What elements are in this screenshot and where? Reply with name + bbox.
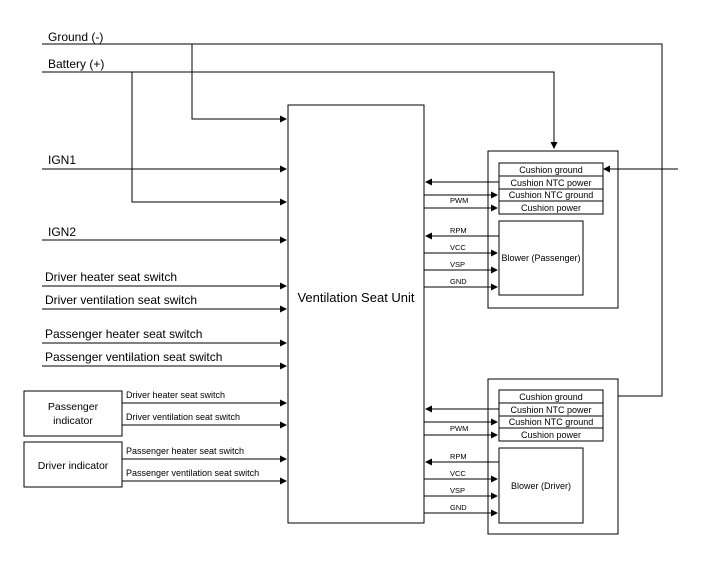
passenger-cushion-power-box (498, 200, 604, 215)
di-passenger-vent-label: Passenger ventilation seat switch (126, 468, 259, 478)
ventilation-seat-unit-label: Ventilation Seat Unit (297, 290, 414, 305)
passenger-gnd-label: GND (450, 277, 467, 286)
battery-rail (42, 71, 558, 149)
driver-blower-box (498, 447, 584, 524)
ventilation-seat-unit-box (287, 104, 425, 524)
passenger-cushion-power-label: Cushion power (521, 203, 581, 213)
driver-cushion-ntc-power-label: Cushion NTC power (510, 405, 591, 415)
battery-drop (131, 72, 287, 206)
driver-blower-label: Blower (Driver) (511, 481, 571, 491)
passenger-vent-label: Passenger ventilation seat switch (45, 350, 222, 364)
ground-drop (191, 44, 287, 123)
ign1-label: IGN1 (48, 153, 76, 167)
battery-label: Battery (+) (48, 57, 104, 71)
passenger-cushion-ntc-power-label: Cushion NTC power (510, 178, 591, 188)
ground-label: Ground (-) (48, 30, 103, 44)
passenger-vcc-label: VCC (450, 243, 466, 252)
passenger-cushion-ntc-ground-label: Cushion NTC ground (509, 190, 594, 200)
driver-cushion-ntc-ground-label: Cushion NTC ground (509, 417, 594, 427)
driver-heater-label: Driver heater seat switch (45, 270, 177, 284)
ground-rail (42, 43, 663, 397)
passenger-indicator-line1: Passenger (48, 401, 99, 413)
passenger-blower-box (498, 220, 584, 296)
driver-indicator-box (23, 441, 123, 488)
passenger-rpm-label: RPM (450, 226, 467, 235)
driver-cushion-power-label: Cushion power (521, 430, 581, 440)
passenger-cushion-ground-label: Cushion ground (519, 165, 583, 175)
passenger-indicator-line2: indicator (53, 415, 93, 427)
driver-indicator-label: Driver indicator (38, 460, 109, 472)
pi-driver-heater-label: Driver heater seat switch (126, 390, 225, 400)
driver-vent-label: Driver ventilation seat switch (45, 293, 197, 307)
driver-pwm-label: PWM (450, 424, 468, 433)
driver-gnd-label: GND (450, 503, 467, 512)
driver-cushion-power-box (498, 427, 604, 442)
passenger-heater-label: Passenger heater seat switch (45, 327, 202, 341)
pi-driver-vent-label: Driver ventilation seat switch (126, 412, 240, 422)
passenger-blower-label: Blower (Passenger) (501, 253, 580, 263)
ign2-label: IGN2 (48, 225, 76, 239)
passenger-vsp-label: VSP (450, 260, 465, 269)
driver-vcc-label: VCC (450, 469, 466, 478)
passenger-indicator-box (23, 390, 123, 437)
driver-vsp-label: VSP (450, 486, 465, 495)
passenger-pwm-label: PWM (450, 196, 468, 205)
driver-cushion-ground-label: Cushion ground (519, 392, 583, 402)
driver-rpm-label: RPM (450, 452, 467, 461)
di-passenger-heater-label: Passenger heater seat switch (126, 446, 244, 456)
